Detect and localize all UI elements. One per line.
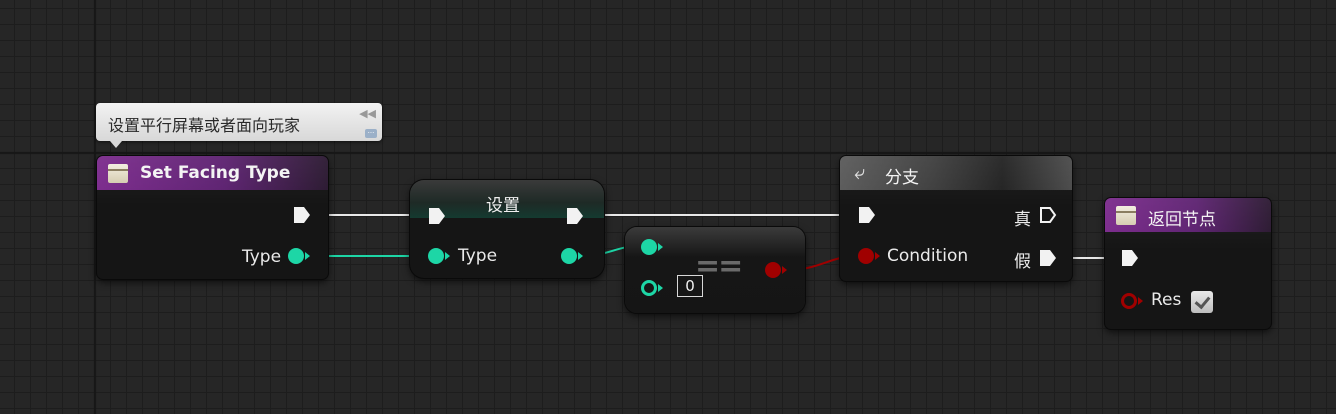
false-label: 假 [1014, 252, 1031, 272]
type-output-label: Type [242, 247, 282, 267]
result-output-pin[interactable] [765, 262, 781, 278]
function-icon [108, 164, 128, 183]
false-exec-output-pin[interactable] [1039, 249, 1057, 267]
exec-output-pin[interactable] [293, 206, 311, 224]
set-facing-type-node[interactable]: Set Facing Type Type [97, 156, 328, 279]
node-header [97, 156, 328, 190]
pin-icon[interactable]: ◀◀ [359, 107, 376, 120]
true-label: 真 [1014, 210, 1031, 230]
node-header [840, 156, 1072, 190]
exec-input-pin[interactable] [428, 207, 446, 225]
type-input-label: Type [458, 246, 498, 266]
exec-input-pin[interactable] [1121, 249, 1139, 267]
return-node[interactable]: 返回节点 Res [1105, 198, 1271, 329]
a-input-pin[interactable] [641, 239, 657, 255]
type-input-pin[interactable] [428, 248, 444, 264]
node-title: 设置 [486, 196, 520, 216]
exec-output-pin[interactable] [566, 207, 584, 225]
node-comment-bubble[interactable]: 设置平行屏幕或者面向玩家 ◀◀ ... [96, 103, 382, 148]
res-checkbox[interactable] [1191, 291, 1213, 313]
node-title: == [695, 249, 743, 284]
set-variable-node[interactable]: 设置 Type [410, 180, 604, 278]
branch-node[interactable]: ⤶ 分支 真 Condition 假 [840, 156, 1072, 281]
condition-label: Condition [887, 246, 969, 266]
function-icon [1116, 206, 1136, 225]
branch-icon: ⤶ [854, 160, 866, 184]
exec-input-pin[interactable] [858, 206, 876, 224]
node-title: 返回节点 [1148, 210, 1216, 230]
node-title: 分支 [885, 168, 919, 188]
b-input-pin[interactable] [641, 280, 657, 296]
true-exec-output-pin[interactable] [1039, 206, 1057, 224]
type-output-pin[interactable] [561, 248, 577, 264]
condition-input-pin[interactable] [858, 248, 874, 264]
res-label: Res [1151, 290, 1182, 310]
b-default-value-field[interactable]: 0 [677, 275, 703, 297]
equal-enum-node[interactable]: == 0 [625, 227, 805, 313]
type-output-pin[interactable] [288, 248, 304, 264]
expand-comment-icon[interactable]: ... [365, 128, 377, 138]
res-input-pin[interactable] [1121, 293, 1137, 309]
comment-text: 设置平行屏幕或者面向玩家 [108, 116, 301, 135]
node-title: Set Facing Type [140, 163, 291, 183]
